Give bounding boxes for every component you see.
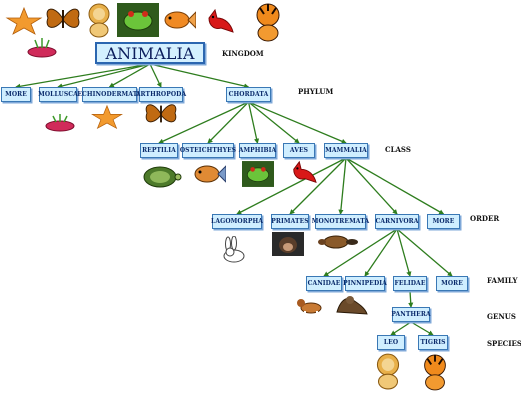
- kingdom-animalia: ANIMALIA: [95, 42, 205, 64]
- fish-icon: [194, 165, 226, 183]
- family-pinnipedia: PINNIPEDIA: [343, 276, 387, 291]
- class-mammalia: MAMMALIA: [324, 143, 368, 158]
- sea-lion-icon: [336, 296, 368, 315]
- species-leo: LEO: [377, 335, 405, 350]
- cardinal-icon: [293, 160, 317, 183]
- rank-species: SPECIES: [487, 339, 521, 348]
- connector-kingdom-animalia-to-phylum-arthropoda: [149, 63, 162, 88]
- connector-genus-panthera-to-species-tigris: [410, 321, 434, 336]
- connector-kingdom-animalia-to-phylum-echinodermata: [108, 63, 151, 88]
- connector-phylum-chordata-to-class-aves: [248, 101, 300, 144]
- phylum-arthropoda: ARTHROPODA: [136, 87, 186, 102]
- chimpanzee-icon: [272, 232, 304, 256]
- connector-kingdom-animalia-to-phylum-chordata: [149, 63, 250, 89]
- rank-order: ORDER: [470, 214, 500, 223]
- connector-family-felidae-to-genus-panthera: [408, 290, 414, 308]
- connector-phylum-chordata-to-class-reptilia: [158, 101, 249, 144]
- butterfly-icon: [46, 8, 80, 28]
- rank-phylum: PHYLUM: [298, 87, 334, 96]
- connector-order-carnivora-to-family-more: [396, 228, 453, 277]
- connector-class-mammalia-to-order-lagomorpha: [236, 157, 347, 215]
- class-aves: AVES: [283, 143, 315, 158]
- rank-kingdom: KINGDOM: [222, 49, 264, 58]
- platypus-icon: [318, 235, 358, 249]
- order-more: MORE: [427, 214, 460, 229]
- frog-icon: [242, 161, 274, 187]
- anemone-icon: [27, 38, 57, 58]
- connector-kingdom-animalia-to-phylum-mollusca: [57, 63, 151, 89]
- lion-icon: [88, 3, 110, 38]
- rabbit-icon: [223, 236, 245, 263]
- butterfly-icon: [145, 104, 177, 123]
- class-reptilia: REPTILIA: [140, 143, 178, 158]
- order-primates: PRIMATES: [271, 214, 309, 229]
- phylum-more: MORE: [1, 87, 31, 102]
- order-lagomorpha: LAGOMORPHA: [211, 214, 263, 229]
- phylum-chordata: CHORDATA: [226, 87, 271, 102]
- connector-phylum-chordata-to-class-osteichthyes: [207, 101, 249, 144]
- starfish-icon: [91, 104, 123, 130]
- species-tigris: TIGRIS: [418, 335, 448, 350]
- frog-icon: [117, 3, 159, 37]
- starfish-icon: [5, 6, 43, 35]
- tiger-icon: [256, 3, 280, 42]
- tiger-icon: [424, 354, 446, 391]
- genus-panthera: PANTHERA: [391, 307, 431, 322]
- order-carnivora: CARNIVORA: [375, 214, 419, 229]
- connector-order-carnivora-to-family-canidae: [323, 228, 398, 277]
- lion-icon: [376, 353, 400, 390]
- phylum-mollusca: MOLLUSCA: [38, 87, 78, 102]
- connector-order-carnivora-to-family-pinnipedia: [364, 228, 398, 277]
- cardinal-icon: [208, 8, 234, 33]
- fish-icon: [164, 11, 196, 29]
- connector-class-mammalia-to-order-more: [345, 157, 445, 215]
- order-monotremata: MONOTREMATA: [312, 214, 369, 229]
- connector-kingdom-animalia-to-phylum-more: [15, 63, 151, 89]
- family-felidae: FELIDAE: [393, 276, 427, 291]
- connector-class-mammalia-to-order-primates: [289, 157, 347, 215]
- family-canidae: CANIDAE: [306, 276, 342, 291]
- class-amphibia: AMPHIBIA: [239, 143, 276, 158]
- dog-icon: [297, 299, 322, 319]
- turtle-icon: [143, 166, 182, 188]
- anemone-icon: [45, 114, 75, 132]
- connector-class-mammalia-to-order-carnivora: [345, 157, 398, 215]
- rank-class: CLASS: [385, 145, 411, 154]
- rank-family: FAMILY: [487, 276, 518, 285]
- connector-phylum-chordata-to-class-amphibia: [247, 101, 260, 144]
- connector-phylum-chordata-to-class-mammalia: [248, 101, 347, 144]
- connector-order-carnivora-to-family-felidae: [396, 228, 412, 277]
- connector-genus-panthera-to-species-leo: [390, 321, 412, 336]
- connector-class-mammalia-to-order-monotremata: [338, 157, 347, 215]
- phylum-echinodermata: ECHINODERMATA: [77, 87, 142, 102]
- family-more: MORE: [436, 276, 468, 291]
- rank-genus: GENUS: [487, 312, 516, 321]
- class-osteichthyes: OSTEICHTHYES: [180, 143, 236, 158]
